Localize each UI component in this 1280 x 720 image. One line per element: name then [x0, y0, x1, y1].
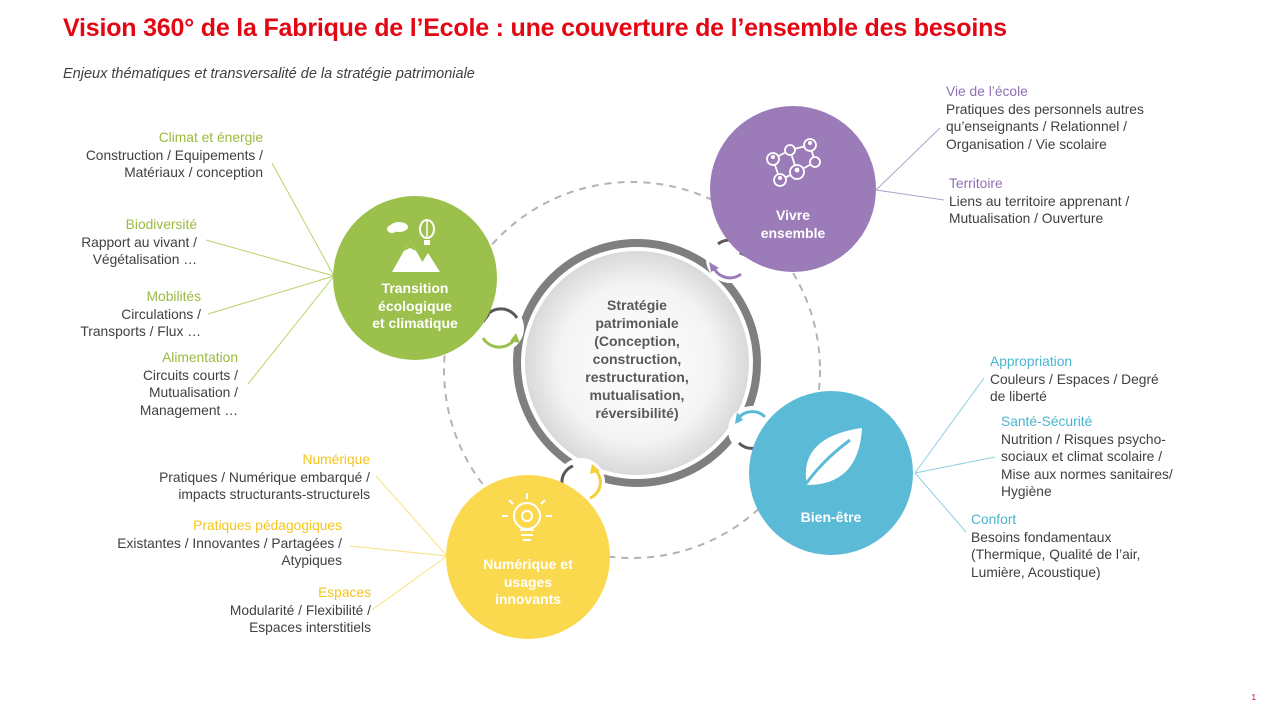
enjeu-numerique: Numérique Pratiques / Numérique embarqué…	[120, 451, 370, 504]
center-ring	[513, 239, 761, 487]
numerique-circle	[446, 475, 610, 639]
enjeu-alimentation-heading: Alimentation	[162, 350, 238, 365]
enjeu-vie-ecole-heading: Vie de l’école	[946, 84, 1028, 99]
enjeu-numerique-body: Pratiques / Numérique embarqué / impacts…	[159, 469, 370, 503]
connector-climat	[271, 162, 335, 277]
enjeu-pratiques-heading: Pratiques pédagogiques	[193, 518, 342, 533]
enjeu-pratiques: Pratiques pédagogiques Existantes / Inno…	[100, 517, 342, 570]
connector-sante	[914, 456, 996, 474]
enjeu-appropriation-heading: Appropriation	[990, 354, 1073, 369]
vivre-label: Vivre ensemble	[760, 207, 826, 241]
enjeu-climat: Climat et énergie Construction / Equipem…	[70, 129, 263, 182]
enjeu-espaces: Espaces Modularité / Flexibilité / Espac…	[200, 584, 371, 637]
numerique-label: Numérique et usages innovants	[483, 556, 573, 607]
page-number: 1	[1251, 693, 1256, 702]
connector-numerique	[375, 475, 448, 557]
enjeu-alimentation-body: Circuits courts / Mutualisation / Manage…	[139, 367, 238, 418]
enjeu-mobilites-body: Circulations / Transports / Flux …	[80, 306, 201, 340]
enjeu-biodiversite-heading: Biodiversité	[125, 217, 197, 232]
center-label: Stratégie patrimoniale (Conception, cons…	[585, 297, 689, 421]
enjeu-biodiversite: Biodiversité Rapport au vivant / Végétal…	[50, 216, 197, 269]
page-title: Vision 360° de la Fabrique de l’Ecole : …	[63, 14, 1007, 42]
connector-territoire	[875, 189, 945, 201]
transition-circle	[333, 196, 497, 360]
connector-pratiques	[349, 545, 448, 557]
mountain-balloon-icon	[387, 219, 440, 272]
leaf-icon	[798, 428, 862, 493]
outer-orbit	[443, 181, 821, 559]
connector-mobilites	[207, 275, 335, 315]
connector-appropriation	[914, 377, 985, 474]
network-people-icon	[766, 138, 821, 187]
connector-confort	[914, 472, 967, 533]
enjeu-appropriation-body: Couleurs / Espaces / Degré de liberté	[990, 371, 1159, 405]
enjeu-biodiversite-body: Rapport au vivant / Végétalisation …	[81, 234, 197, 268]
enjeu-vie-ecole-body: Pratiques des personnels autres qu’ensei…	[946, 101, 1144, 152]
lightbulb-gear-icon	[502, 493, 552, 541]
enjeu-confort-heading: Confort	[971, 512, 1017, 527]
bienetre-label: Bien-être	[800, 509, 862, 525]
enjeu-confort: Confort Besoins fondamentaux (Thermique,…	[971, 511, 1161, 581]
enjeu-confort-body: Besoins fondamentaux (Thermique, Qualité…	[971, 529, 1141, 580]
connector-biodiversite	[205, 239, 335, 277]
vivre-circle	[710, 106, 876, 272]
enjeu-climat-body: Construction / Equipements / Matériaux /…	[85, 147, 263, 181]
connector-lines	[205, 127, 996, 611]
enjeu-vie-ecole: Vie de l’école Pratiques des personnels …	[946, 83, 1161, 153]
enjeu-mobilites-heading: Mobilités	[146, 289, 201, 304]
enjeu-sante-body: Nutrition / Risques psycho-sociaux et cl…	[1001, 431, 1173, 500]
enjeu-alimentation: Alimentation Circuits courts / Mutualisa…	[108, 349, 238, 419]
enjeu-numerique-heading: Numérique	[302, 452, 370, 467]
enjeu-sante-heading: Santé-Sécurité	[1001, 414, 1093, 429]
enjeu-mobilites: Mobilités Circulations / Transports / Fl…	[60, 288, 201, 341]
connector-alimentation	[247, 275, 335, 385]
enjeu-espaces-heading: Espaces	[318, 585, 371, 600]
enjeu-climat-heading: Climat et énergie	[158, 130, 263, 145]
enjeu-territoire-body: Liens au territoire apprenant / Mutualis…	[949, 193, 1130, 227]
connector-vie-ecole	[875, 127, 941, 191]
connector-espaces	[371, 555, 448, 611]
enjeu-territoire-heading: Territoire	[949, 176, 1003, 191]
enjeu-appropriation: Appropriation Couleurs / Espaces / Degré…	[990, 353, 1175, 406]
enjeu-pratiques-body: Existantes / Innovantes / Partagées / At…	[117, 535, 342, 569]
page-subtitle: Enjeux thématiques et transversalité de …	[63, 66, 475, 82]
enjeu-territoire: Territoire Liens au territoire apprenant…	[949, 175, 1154, 228]
enjeu-sante: Santé-Sécurité Nutrition / Risques psych…	[1001, 413, 1191, 501]
transition-label: Transition écologique et climatique	[372, 280, 458, 331]
enjeu-espaces-body: Modularité / Flexibilité / Espaces inter…	[229, 602, 371, 636]
center-disk	[525, 251, 749, 475]
